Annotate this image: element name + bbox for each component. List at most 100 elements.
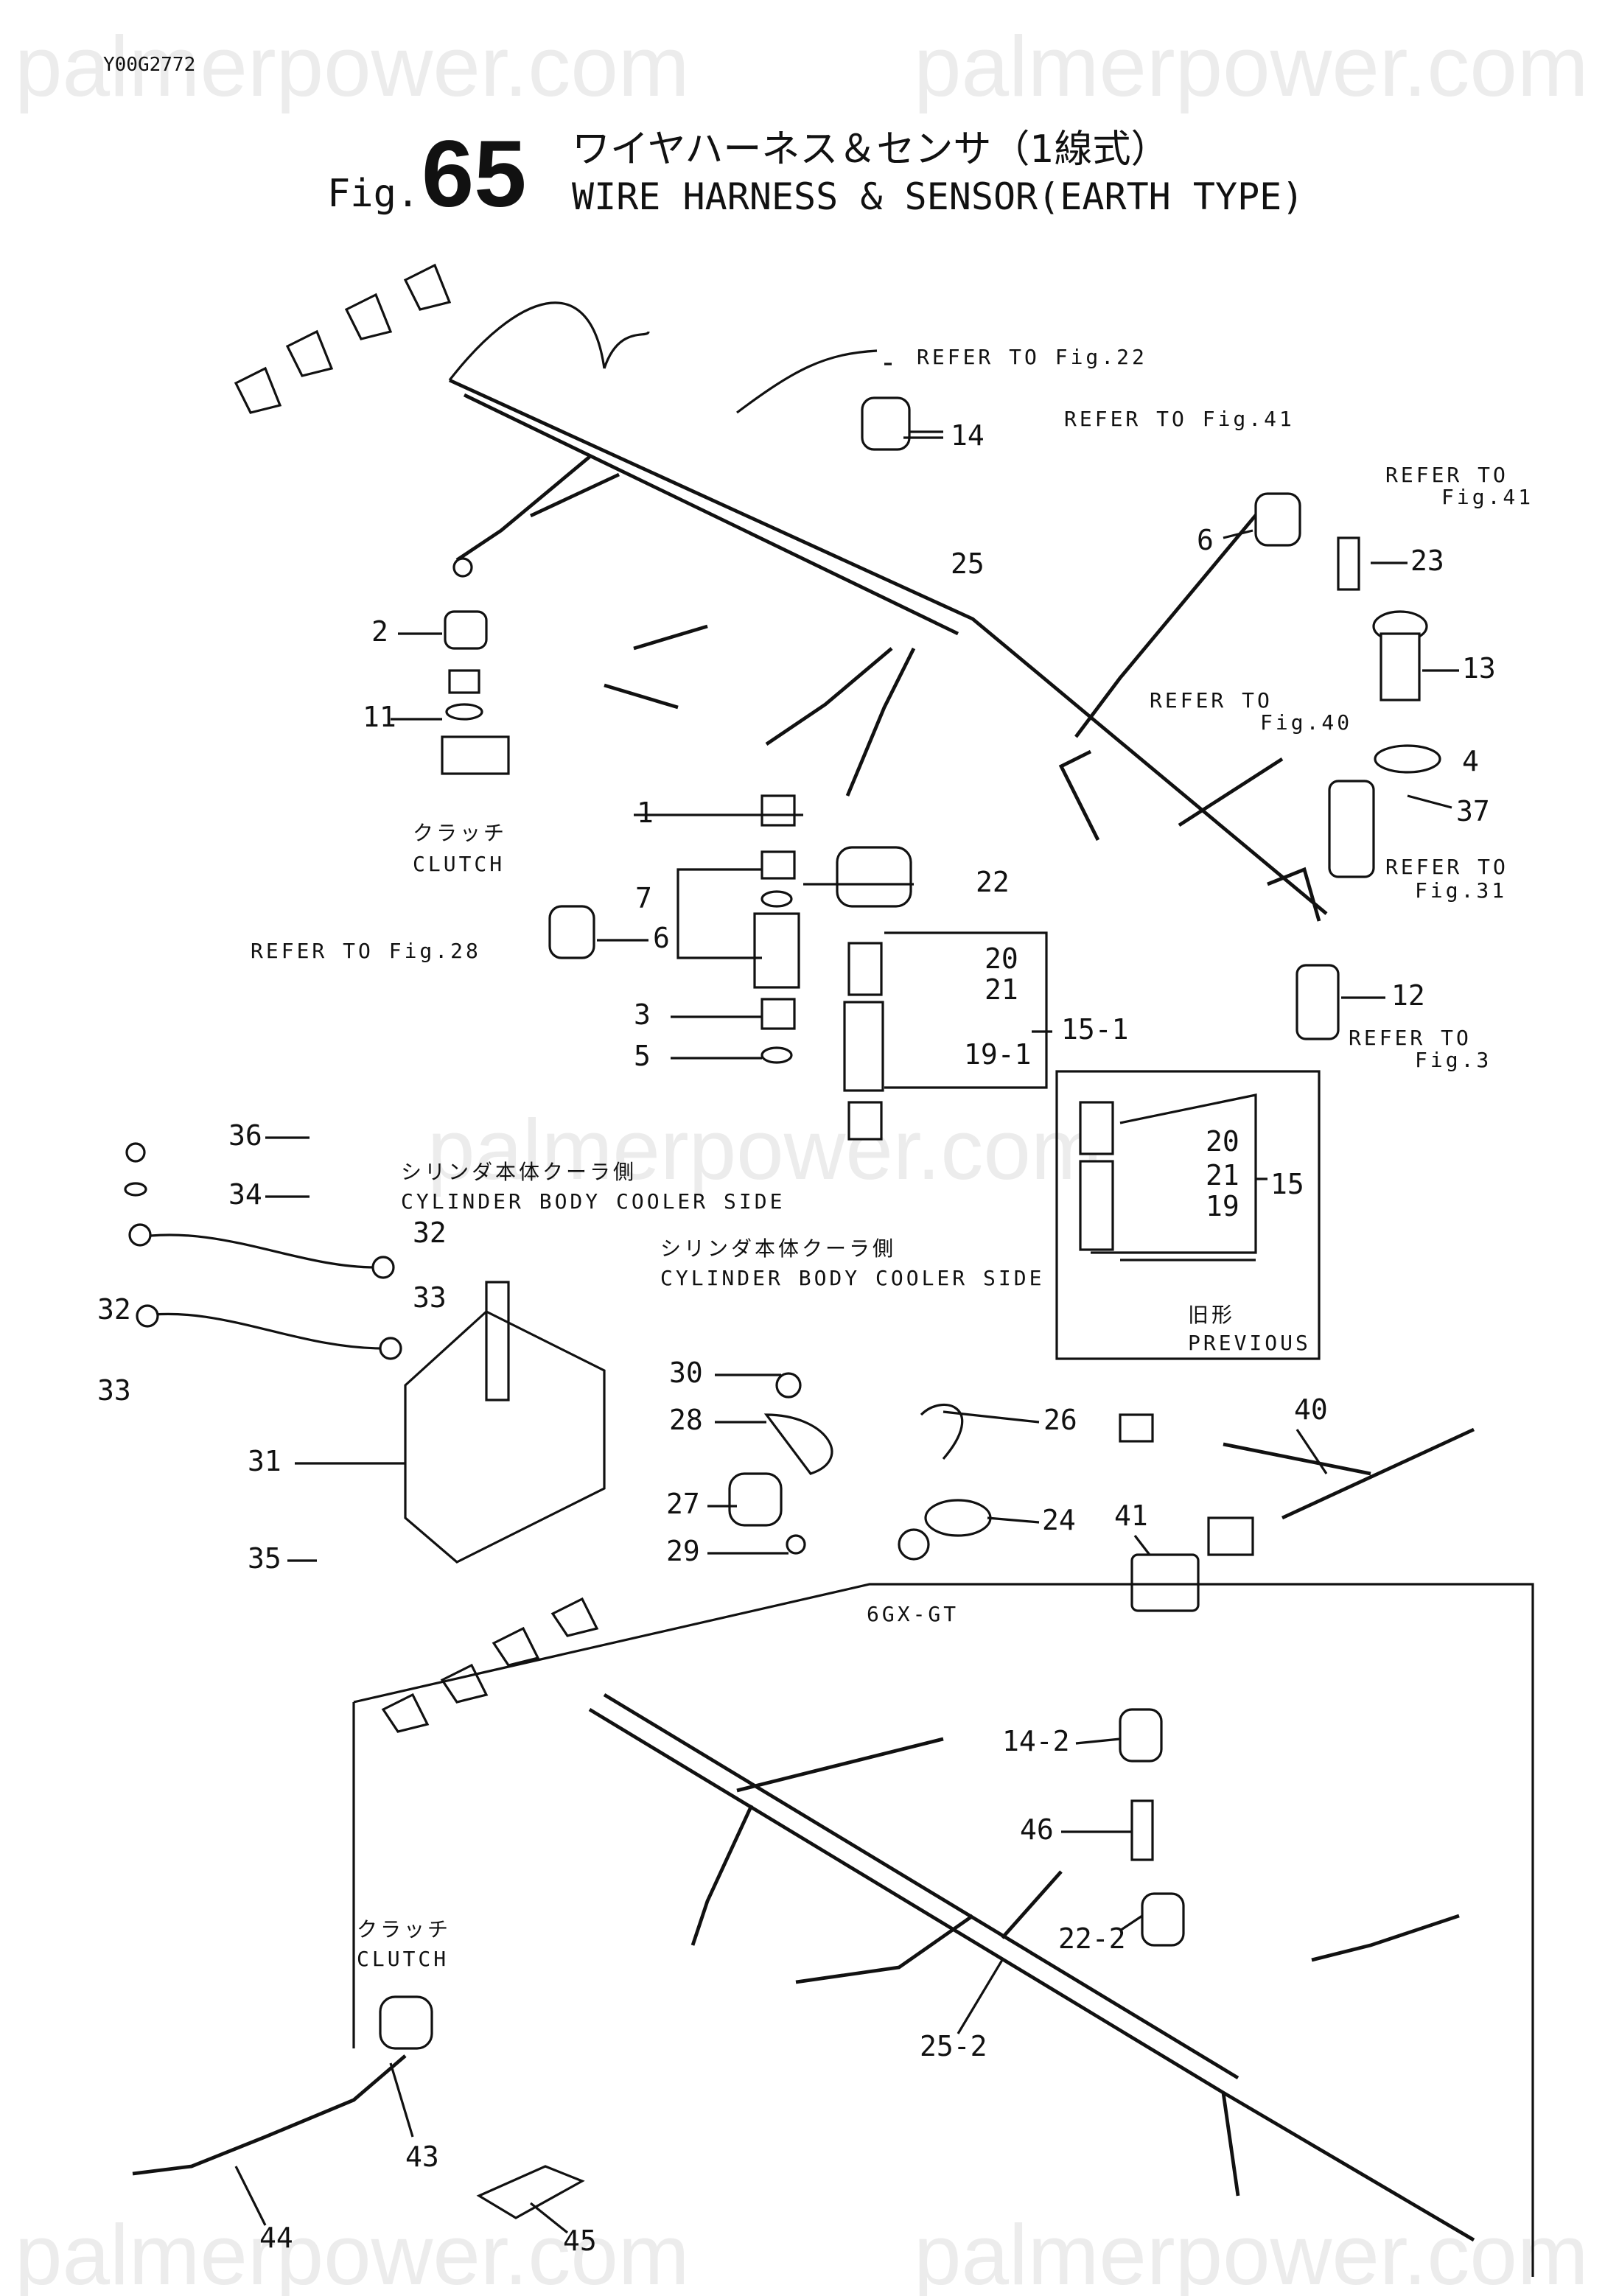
adapter-11 xyxy=(441,669,510,775)
refer-fig31-line1: REFER TO xyxy=(1385,855,1508,879)
fittings-1-7-3-5 xyxy=(753,794,800,1064)
cooler-note-en: CYLINDER BODY COOLER SIDE xyxy=(401,1189,785,1214)
part-36: 36 xyxy=(228,1119,262,1152)
part-34: 34 xyxy=(228,1178,262,1211)
part-19-previous: 19 xyxy=(1206,1190,1239,1222)
earth-cables-32-33 xyxy=(132,1233,384,1350)
part-32: 32 xyxy=(413,1217,447,1249)
cooler-note-jp-2: シリンダ本体クーラ側 xyxy=(660,1236,896,1261)
part-27: 27 xyxy=(666,1488,700,1520)
part-43: 43 xyxy=(405,2141,439,2173)
sensor-14 xyxy=(861,396,943,451)
refer-fig41: REFER TO Fig.41 xyxy=(1064,407,1295,431)
part-6: 6 xyxy=(1197,524,1214,556)
part-24: 24 xyxy=(1042,1504,1076,1536)
sensor-37 xyxy=(1328,780,1375,878)
part-20: 20 xyxy=(985,942,1018,975)
part-33: 33 xyxy=(413,1281,447,1314)
clutch-note-jp-2: クラッチ xyxy=(357,1917,451,1942)
part-35: 35 xyxy=(248,1542,282,1575)
part-29: 29 xyxy=(666,1535,700,1567)
part-44: 44 xyxy=(259,2222,293,2254)
watermark: palmerpower.com xyxy=(427,1102,1102,1197)
part-32b: 32 xyxy=(97,1293,131,1326)
previous-pipe xyxy=(1079,1160,1114,1251)
part-19-1: 19-1 xyxy=(964,1038,1032,1071)
part-6b: 6 xyxy=(653,922,670,954)
sensor-23 xyxy=(1337,536,1360,591)
part-46: 46 xyxy=(1020,1813,1054,1846)
part-37: 37 xyxy=(1456,795,1490,827)
part-40: 40 xyxy=(1294,1393,1328,1426)
sensor-2 xyxy=(444,557,488,650)
part-25-2: 25-2 xyxy=(920,2030,987,2062)
fig-prefix: Fig. xyxy=(327,172,419,216)
refer-fig41b-line1: REFER TO xyxy=(1385,463,1508,487)
clutch-note-jp: クラッチ xyxy=(413,821,507,845)
refer-fig22: REFER TO Fig.22 xyxy=(917,345,1147,369)
variant-label: 6GX-GT xyxy=(867,1602,959,1626)
part-23: 23 xyxy=(1410,545,1444,577)
wire-harness-25-2 xyxy=(381,1597,1475,2242)
clutch-note-en-2: CLUTCH xyxy=(357,1947,449,1971)
fig-number: 65 xyxy=(422,122,526,227)
variant-border xyxy=(353,1583,1534,2277)
harness-40-relay-41 xyxy=(1119,1413,1475,1612)
previous-fitting xyxy=(1079,1101,1114,1155)
part-4: 4 xyxy=(1462,745,1479,777)
refer-fig3-line2: Fig.3 xyxy=(1415,1048,1492,1072)
part-33b: 33 xyxy=(97,1374,131,1407)
adapter-46 xyxy=(1130,1799,1154,1861)
clutch-note-en: CLUTCH xyxy=(413,852,505,876)
fittings-15-1 xyxy=(843,942,884,1141)
refer-fig3-line1: REFER TO xyxy=(1349,1026,1472,1050)
part-21: 21 xyxy=(985,973,1018,1006)
part-2: 2 xyxy=(371,615,388,648)
watermark: palmerpower.com xyxy=(914,2207,1588,2296)
refer-fig28: REFER TO Fig.28 xyxy=(251,939,481,963)
gasket-4 xyxy=(1374,744,1441,774)
part-22-2: 22-2 xyxy=(1058,1922,1126,1955)
previous-version-box xyxy=(1055,1070,1321,1360)
bracket-31 xyxy=(404,1310,606,1564)
part-number-callouts: 14 6 23 25 13 4 37 12 2 11 1 7 6 3 5 22 … xyxy=(97,419,1496,2257)
part-22: 22 xyxy=(976,866,1010,898)
sensor-14-2 xyxy=(1119,1708,1163,1763)
part-13: 13 xyxy=(1462,652,1496,685)
part-28: 28 xyxy=(669,1404,703,1436)
previous-note-en: PREVIOUS xyxy=(1188,1331,1311,1355)
part-41: 41 xyxy=(1114,1499,1148,1532)
watermark: palmerpower.com xyxy=(15,18,689,114)
doc-code: Y00G2772 xyxy=(103,54,195,76)
part-3: 3 xyxy=(634,998,651,1031)
part-30: 30 xyxy=(669,1357,703,1389)
part-11: 11 xyxy=(363,701,396,733)
watermark: palmerpower.com xyxy=(914,18,1588,114)
title-english: WIRE HARNESS & SENSOR(EARTH TYPE) xyxy=(572,175,1304,218)
part-26: 26 xyxy=(1043,1404,1077,1436)
sensor-12 xyxy=(1295,964,1340,1040)
part-5: 5 xyxy=(634,1040,651,1072)
part-21-previous: 21 xyxy=(1206,1159,1239,1191)
part-15-1: 15-1 xyxy=(1061,1013,1129,1046)
part-31: 31 xyxy=(248,1445,282,1477)
connector-45 xyxy=(476,2165,585,2219)
sensor-13 xyxy=(1372,610,1428,701)
wire-harness-25 xyxy=(234,263,1328,922)
refer-fig41b-line2: Fig.41 xyxy=(1441,485,1534,509)
part-45: 45 xyxy=(563,2225,597,2257)
part-25: 25 xyxy=(951,547,985,580)
title-japanese: ワイヤハーネス＆センサ（1線式） xyxy=(572,127,1169,172)
clutch-switch-43-44 xyxy=(132,1995,433,2176)
part-20-previous: 20 xyxy=(1206,1125,1239,1158)
clamp-parts xyxy=(728,1372,992,1561)
sensor-22 xyxy=(836,846,912,908)
cooler-note-en-2: CYLINDER BODY COOLER SIDE xyxy=(660,1266,1044,1290)
part-7: 7 xyxy=(635,882,652,914)
part-12: 12 xyxy=(1391,979,1425,1012)
part-14: 14 xyxy=(951,419,985,452)
refer-fig40-line2: Fig.40 xyxy=(1260,710,1352,735)
cooler-note-jp: シリンダ本体クーラ側 xyxy=(401,1160,637,1184)
